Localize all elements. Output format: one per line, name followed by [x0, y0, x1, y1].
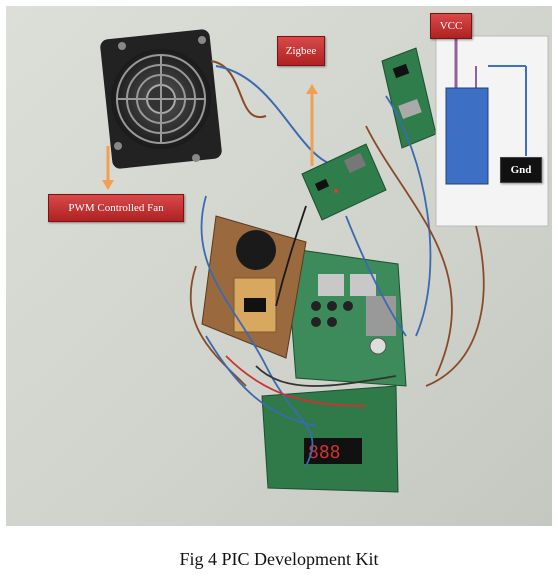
- development-kit-photo: 888: [6, 6, 552, 526]
- svg-text:888: 888: [308, 442, 341, 463]
- fan-arrow: [102, 146, 114, 190]
- wires: [189, 95, 485, 467]
- serial-module: [381, 47, 437, 149]
- figure-caption: Fig 4 PIC Development Kit: [179, 549, 379, 569]
- zigbee-board: [301, 143, 387, 221]
- fan-icon: [100, 29, 222, 169]
- gnd-label: Gnd: [500, 157, 542, 183]
- vcc-label: VCC: [430, 13, 472, 39]
- zigbee-label: Zigbee: [277, 36, 325, 66]
- zigbee-arrow: [306, 84, 318, 166]
- beaker: [435, 26, 549, 227]
- fan-label: PWM Controlled Fan: [48, 194, 184, 222]
